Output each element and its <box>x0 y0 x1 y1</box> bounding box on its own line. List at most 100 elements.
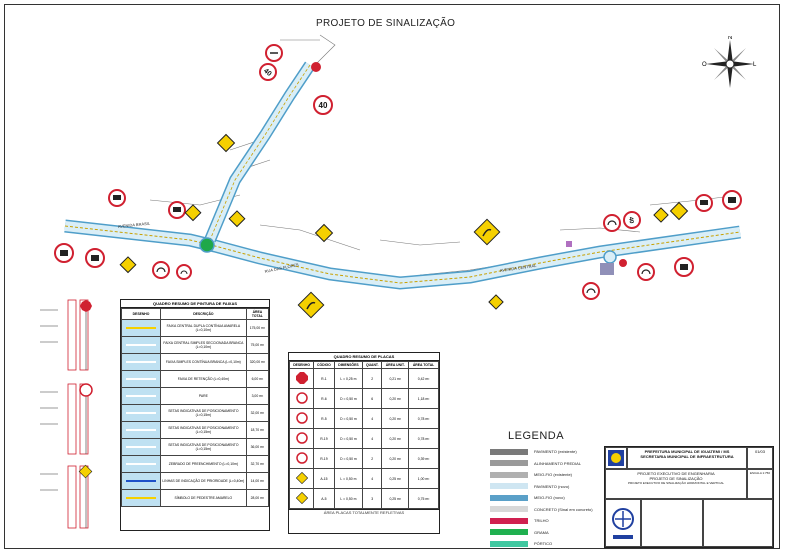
legend-item: MEIO-FIO (novo) <box>490 492 610 504</box>
sign-no-truck-icon <box>108 189 126 207</box>
legend-swatch <box>490 517 528 524</box>
road-marking-table: QUADRO RESUMO DE PINTURA DE FAIXAS DESEN… <box>120 299 270 531</box>
legend-swatch <box>490 460 528 467</box>
street-label-a: AVENIDA BRASIL <box>118 221 151 229</box>
sign-roundabout-ahead-icon <box>184 204 202 222</box>
warning-signs <box>119 133 689 319</box>
sign-roundabout-ahead-icon <box>216 133 236 153</box>
sign-thumbnail-icon <box>288 468 315 489</box>
sign-thumbnail-icon <box>288 388 315 409</box>
legend-item: PAVIMENTO (existente) <box>490 446 610 458</box>
title-block: PREFEITURA MUNICIPAL DE IGUATEMI / MS SE… <box>604 446 774 548</box>
sign-curve-ahead-icon <box>473 218 501 246</box>
sign-no-entry-icon <box>265 44 283 62</box>
sign-no-left-icon <box>85 248 105 268</box>
sign-summary-table: QUADRO RESUMO DE PLACAS DESENHO CÓDIGO D… <box>288 352 440 534</box>
sign-no-uturn-icon <box>603 214 621 232</box>
marking-swatch <box>121 438 161 456</box>
sign-thumbnail-icon <box>288 428 315 449</box>
svg-text:40: 40 <box>262 68 273 78</box>
sign-no-truck-icon <box>722 190 742 210</box>
marking-swatch <box>121 421 161 439</box>
sign-no-truck-icon <box>695 194 713 212</box>
page-title: PROJETO DE SINALIZAÇÃO <box>316 18 456 29</box>
table-row: FAIXA DE RETENÇÃO (L=0,40m)6,00 m² <box>121 370 270 388</box>
sign-no-left-icon <box>54 243 74 263</box>
marking-swatch <box>121 455 161 473</box>
sign-speed-40-icon: 40 <box>313 95 333 115</box>
marking-swatch <box>121 404 161 422</box>
diagonal-road <box>205 62 314 242</box>
sign-speed-40-icon: 40 <box>623 211 641 229</box>
sign-no-parking-icon <box>619 259 627 267</box>
sign-curve-ahead-icon <box>297 291 325 319</box>
sign-no-left-icon <box>674 257 694 277</box>
sign-summary-grid: DESENHO CÓDIGO DIMENSÕES QUANT. ÁREA UNI… <box>288 361 439 509</box>
sign-thumbnail-icon <box>288 408 315 429</box>
svg-text:L: L <box>753 62 757 68</box>
regulatory-sign-icon <box>79 383 93 397</box>
marking-swatch <box>121 489 161 507</box>
sign-roundabout-ahead-icon <box>653 207 669 223</box>
legend-item: TRILHO <box>490 515 610 527</box>
road-marking-table-grid: DESENHO DESCRIÇÃO ÁREA TOTAL FAIXA CENTR… <box>121 308 270 507</box>
legend-item: ALINHAMENTO PREDIAL <box>490 458 610 470</box>
marking-swatch <box>121 336 161 354</box>
legend-item: MEIO-FIO (existente) <box>490 469 610 481</box>
sign-thumbnail-icon <box>288 488 315 509</box>
sign-roundabout-ahead-icon <box>228 210 246 228</box>
drawing-frame <box>4 4 780 549</box>
roundabout-west <box>199 237 215 253</box>
legend-title: LEGENDA <box>508 430 565 442</box>
marking-swatch <box>121 387 161 405</box>
sign-post-details <box>40 299 93 529</box>
sign-no-uturn-icon <box>582 282 600 300</box>
legend-swatch <box>490 448 528 455</box>
warning-sign-icon <box>78 464 93 479</box>
svg-text:N: N <box>728 36 732 41</box>
legend-item: GRAMA <box>490 527 610 539</box>
legend-swatch <box>490 540 528 547</box>
sign-no-uturn-icon <box>152 261 170 279</box>
legend-swatch <box>490 506 528 513</box>
sign-thumbnail-icon <box>288 368 315 389</box>
compass-rose-icon: N S O L <box>702 36 757 88</box>
svg-text:O: O <box>702 62 707 68</box>
sign-speed-40-icon: 40 <box>259 63 277 81</box>
sign-no-truck-icon <box>168 201 186 219</box>
legend-swatch <box>490 529 528 536</box>
roundabout-east <box>603 250 617 264</box>
svg-text:40: 40 <box>627 216 634 224</box>
table-row: FAIXA SIMPLES CONTÍNUA BRANCA (L=0,10m)3… <box>121 353 270 371</box>
municipal-seal-icon <box>605 447 627 469</box>
sign-roundabout-ahead-icon <box>669 201 689 221</box>
street-label-c: AVENIDA CENTRAL <box>499 263 537 273</box>
sign-no-uturn-icon <box>176 264 192 280</box>
sign-no-uturn-icon <box>637 263 655 281</box>
portico <box>600 263 614 275</box>
sign-roundabout-ahead-icon <box>119 256 137 274</box>
legend-swatch <box>490 471 528 478</box>
table-row: SETAS INDICATIVAS DE POSICIONAMENTO (L=0… <box>121 421 270 439</box>
regulatory-signs: 40 40 40 <box>54 44 742 300</box>
table-row: SETAS INDICATIVAS DE POSICIONAMENTO (L=0… <box>121 438 270 456</box>
sign-roundabout-ahead-icon <box>488 294 504 310</box>
marking-swatch <box>121 472 161 490</box>
sign-no-parking-icon <box>311 62 321 72</box>
table-row: FAIXA CENTRAL SIMPLES SECCIONADA BRANCA … <box>121 336 270 354</box>
company-logo-icon <box>605 499 641 547</box>
stop-sign-icon <box>80 300 92 312</box>
marking-swatch <box>121 319 161 337</box>
legend-item: CONCRETO (Sinal em concreto) <box>490 504 610 516</box>
legend-swatch <box>490 494 528 501</box>
table-row: SETAS INDICATIVAS DE POSICIONAMENTO (L=0… <box>121 404 270 422</box>
